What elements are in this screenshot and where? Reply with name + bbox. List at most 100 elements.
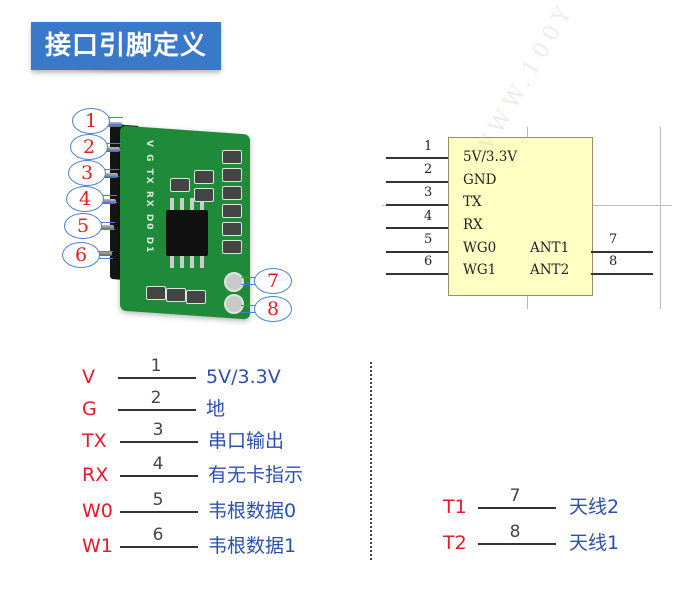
pin-line	[386, 273, 448, 275]
pin-number: 1	[84, 110, 98, 132]
pin-line	[478, 543, 556, 545]
page-title: 接口引脚定义	[31, 22, 221, 70]
pin-abbr: V	[82, 366, 95, 388]
pin-number: 5	[76, 215, 90, 237]
pin-label: WG0	[463, 240, 497, 256]
pin-abbr: TX	[82, 430, 107, 452]
pin-number: 7	[509, 486, 521, 506]
header-pin	[94, 199, 116, 204]
pin-desc: 韦根数据0	[208, 500, 297, 522]
pin-number: 5	[152, 490, 164, 510]
smd-component	[222, 204, 242, 218]
chip-leg	[190, 198, 194, 210]
pin-desc: 天线2	[569, 496, 620, 518]
pin-number: 4	[152, 454, 164, 474]
pin-number: 5	[424, 232, 433, 247]
legend-row: W1 6 韦根数据1	[82, 525, 342, 561]
smd-component	[194, 188, 214, 202]
pin-bubble: 1	[72, 108, 123, 134]
smd-component	[194, 170, 214, 184]
pin-number: 2	[82, 136, 96, 158]
pin-number: 4	[78, 188, 92, 210]
chip-leg	[190, 256, 194, 268]
pin-desc: 天线1	[569, 532, 620, 554]
pin-line	[120, 441, 198, 443]
chip-leg	[170, 256, 174, 268]
pin-number: 6	[424, 254, 433, 269]
pin-number: 1	[150, 356, 162, 376]
silkscreen-text: V G TX RX D0 D1	[144, 140, 154, 255]
pin-number: 3	[152, 420, 164, 440]
pin-abbr: T2	[443, 532, 467, 554]
pin-number: 1	[424, 139, 433, 154]
smd-component	[222, 222, 242, 236]
pin-desc: 有无卡指示	[208, 464, 304, 486]
pin-line	[386, 251, 448, 253]
legend-row: T1 7 天线2	[443, 486, 663, 522]
pin-line	[386, 204, 448, 206]
dotted-divider	[370, 362, 372, 560]
title-banner: 接口引脚定义	[31, 22, 221, 74]
smd-component	[222, 186, 242, 200]
smd-component	[222, 168, 242, 182]
header-pin	[96, 173, 118, 178]
pin-line	[118, 409, 196, 411]
chip-leg	[200, 256, 204, 268]
header-pin	[98, 147, 120, 152]
smd-component	[222, 150, 242, 164]
legend-row: T2 8 天线1	[443, 522, 663, 558]
pin-number: 4	[424, 209, 433, 224]
schematic-box	[448, 137, 593, 296]
pin-label: GND	[463, 172, 497, 188]
pin-number: 3	[80, 162, 94, 184]
smd-component	[166, 288, 186, 302]
antenna-pad	[224, 294, 244, 314]
pin-number: 7	[266, 270, 280, 292]
antenna-pad	[224, 272, 244, 292]
pin-number: 6	[152, 525, 164, 545]
pin-line	[591, 273, 653, 275]
pin-abbr: T1	[443, 496, 467, 518]
chip-leg	[180, 198, 184, 210]
pin-line	[120, 511, 198, 513]
pin-abbr: W1	[82, 535, 113, 557]
pin-line	[120, 475, 198, 477]
legend-row: W0 5 韦根数据0	[82, 490, 342, 526]
pin-number: 2	[150, 388, 162, 408]
legend-row: V 1 5V/3.3V	[82, 356, 342, 392]
smd-component	[186, 290, 206, 304]
pin-line	[478, 507, 556, 509]
guide-line	[660, 127, 661, 309]
pin-desc: 串口输出	[208, 430, 285, 452]
pin-line	[386, 227, 448, 229]
chip-leg	[180, 256, 184, 268]
pin-bubble: 4	[66, 186, 117, 212]
pin-line	[386, 157, 448, 159]
header-pin	[92, 225, 114, 230]
pin-bubble: 3	[68, 160, 119, 186]
pin-number: 8	[509, 522, 521, 542]
pin-desc: 5V/3.3V	[206, 366, 281, 388]
pin-abbr: G	[82, 398, 97, 420]
antenna-bubble: 7	[241, 268, 292, 294]
pin-bubble: 2	[70, 134, 121, 160]
chip-leg	[170, 198, 174, 210]
pin-label: WG1	[463, 262, 497, 278]
smd-component	[222, 240, 242, 254]
legend-row: G 2 地	[82, 388, 342, 424]
smd-component	[170, 178, 190, 192]
pin-line	[386, 181, 448, 183]
pin-desc: 韦根数据1	[208, 535, 297, 557]
pin-label: RX	[463, 217, 483, 233]
pin-number: 2	[424, 162, 433, 177]
smd-component	[146, 286, 166, 300]
pin-label: ANT2	[530, 262, 570, 278]
chip-leg	[200, 198, 204, 210]
pin-desc: 地	[206, 398, 226, 420]
pin-number: 3	[424, 185, 433, 200]
pin-bubble: 6	[62, 242, 113, 268]
pin-label: ANT1	[530, 240, 570, 256]
pin-abbr: W0	[82, 500, 113, 522]
pin-label: TX	[463, 194, 482, 210]
ic-chip	[166, 210, 208, 256]
